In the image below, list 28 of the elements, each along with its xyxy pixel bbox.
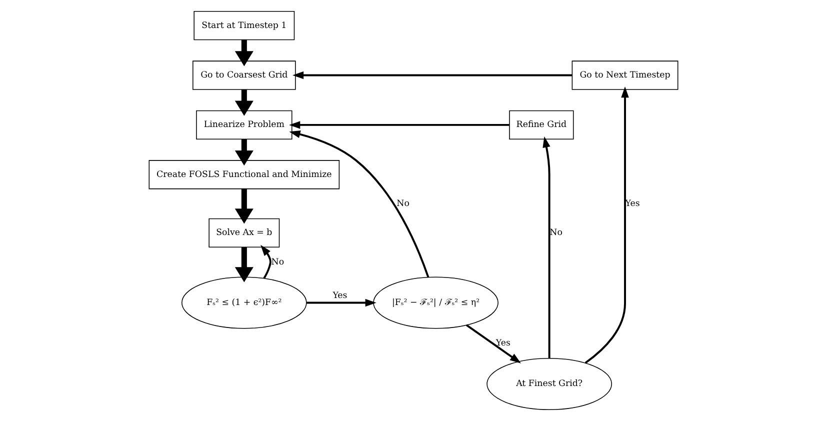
- arrow: [234, 247, 254, 282]
- node-box: Go to Coarsest Grid: [192, 60, 296, 90]
- edge-label: Yes: [332, 290, 348, 301]
- arrow: [289, 121, 510, 129]
- node-ellipse: |Fₛ² − ℱₛ²| / ℱₛ² ≤ η²: [373, 276, 498, 329]
- node-ellipse: At Finest Grid?: [486, 358, 612, 410]
- node-ellipse: Fₛ² ≤ (1 + ϵ²)F∞²: [181, 276, 307, 329]
- arrow: [234, 188, 254, 224]
- arrow: [234, 139, 254, 166]
- node-box: Refine Grid: [509, 110, 574, 140]
- node-box: Go to Next Timestep: [572, 60, 678, 90]
- node-box: Create FOSLS Functional and Minimize: [148, 160, 340, 190]
- arrow: [584, 86, 629, 364]
- arrow: [466, 324, 522, 364]
- arrow: [306, 298, 376, 307]
- edge-label: No: [396, 199, 410, 210]
- arrow: [292, 71, 572, 80]
- node-box: Solve Ax = b: [208, 218, 280, 248]
- arrow: [260, 244, 272, 279]
- arrow: [234, 40, 254, 66]
- arrow: [542, 136, 550, 358]
- arrow: [289, 130, 430, 278]
- node-box: Linearize Problem: [196, 110, 292, 140]
- node-box: Start at Timestep 1: [194, 11, 295, 40]
- edge-label: No: [271, 257, 284, 268]
- arrow: [234, 90, 254, 116]
- edge-label: Yes: [625, 199, 640, 210]
- edge-label: Yes: [496, 338, 510, 349]
